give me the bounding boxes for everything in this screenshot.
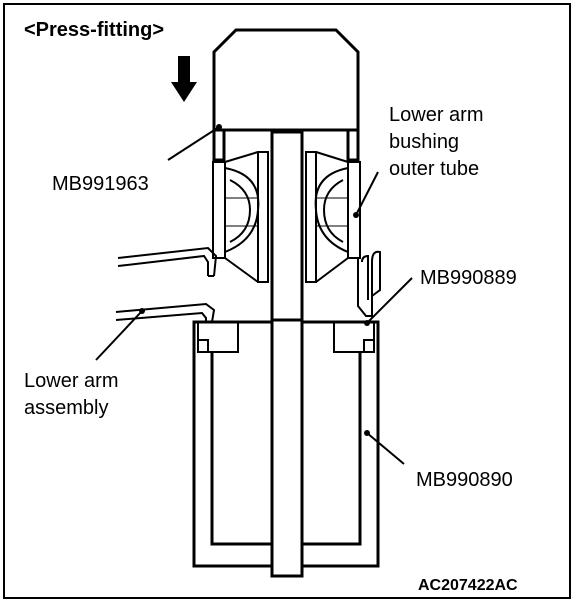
label-line-1: Lower arm — [24, 370, 119, 392]
label-lower-arm-bushing-outer-tube: Lower arm bushing outer tube — [389, 102, 483, 183]
press-direction-arrow — [171, 56, 197, 102]
label-line-3: outer tube — [389, 158, 480, 180]
center-shaft-lower — [270, 318, 304, 578]
lower-arm-bracket-right — [357, 250, 381, 317]
mb991963-tool — [212, 28, 360, 162]
label-line-2: assembly — [24, 397, 109, 419]
label-lower-arm-assembly: Lower arm assembly — [24, 368, 118, 422]
figure-code: AC207422AC — [418, 577, 518, 594]
title-press-fitting: <Press-fitting> — [24, 19, 165, 41]
mb990889-ring — [197, 321, 375, 353]
figure-border — [3, 3, 571, 599]
bushing-assembly — [212, 151, 361, 283]
lower-arm-assembly-plate — [115, 302, 216, 323]
lower-arm-upper-plate — [117, 246, 218, 277]
label-line-2: bushing — [389, 131, 460, 153]
leader-lines — [95, 126, 413, 465]
leader-dots — [139, 124, 370, 436]
label-line-1: Lower arm — [389, 104, 484, 126]
label-mb990889: MB990889 — [420, 267, 517, 289]
label-mb991963: MB991963 — [52, 173, 149, 195]
label-mb990890: MB990890 — [416, 469, 513, 491]
